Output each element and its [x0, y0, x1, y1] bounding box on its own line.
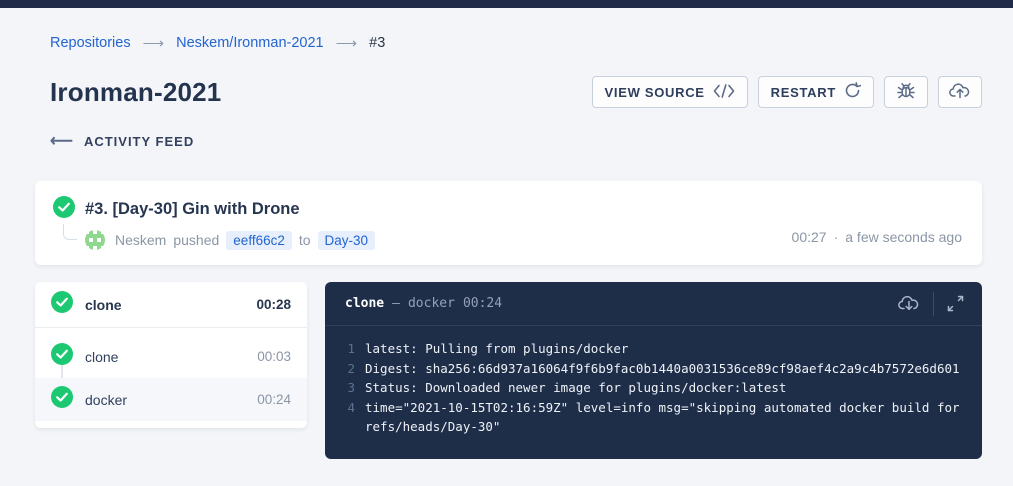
log-line: 4 time="2021-10-15T02:16:59Z" level=info… — [341, 398, 962, 437]
log-line: 1 latest: Pulling from plugins/docker — [341, 339, 962, 359]
build-row-meta: Neskem pushed eeff66c2 to Day-30 — [63, 223, 962, 257]
debug-button[interactable] — [884, 76, 928, 108]
build-action: pushed — [173, 232, 220, 248]
arrow-left-icon: ⟵ — [50, 133, 74, 150]
deploy-button[interactable] — [938, 76, 982, 108]
stage-list: clone 00:28 clone 00:03 — [35, 282, 307, 428]
success-check-icon — [51, 291, 73, 318]
restart-button[interactable]: RESTART — [757, 76, 874, 108]
bug-icon — [896, 81, 916, 104]
console-title: clone — docker 00:24 — [345, 296, 502, 311]
page: Repositories ⟶ Neskem/Ironman-2021 ⟶ #3 … — [0, 34, 1013, 459]
download-log-icon[interactable] — [898, 294, 920, 313]
breadcrumb-repo[interactable]: Neskem/Ironman-2021 — [176, 35, 324, 51]
success-check-icon — [53, 196, 75, 223]
divider — [35, 327, 307, 328]
console-panel: clone — docker 00:24 — [325, 282, 982, 459]
divider — [933, 291, 934, 316]
step-duration: 00:03 — [257, 349, 291, 364]
page-title: Ironman-2021 — [50, 76, 222, 107]
build-time: 00:27 · a few seconds ago — [792, 229, 962, 245]
console-stage-name: clone — [345, 296, 385, 311]
commit-chip[interactable]: eeff66c2 — [226, 230, 292, 250]
console-log[interactable]: 1 latest: Pulling from plugins/docker 2 … — [325, 326, 982, 459]
breadcrumb-arrow-icon: ⟶ — [335, 35, 358, 52]
build-row-title: #3. [Day-30] Gin with Drone — [53, 196, 962, 223]
log-line: 2 Digest: sha256:66d937a16064f9f6b9fac0b… — [341, 359, 962, 379]
view-source-label: VIEW SOURCE — [604, 84, 705, 100]
line-number: 2 — [347, 360, 355, 376]
branch-chip[interactable]: Day-30 — [317, 230, 376, 250]
line-number: 3 — [347, 380, 355, 395]
line-text: Digest: sha256:66d937a16064f9f6b9fac0b14… — [365, 360, 960, 376]
line-text: latest: Pulling from plugins/docker — [365, 341, 629, 356]
step-name: clone — [85, 348, 119, 365]
build-duration: 00:27 — [791, 229, 827, 245]
fullscreen-icon[interactable] — [947, 295, 964, 312]
build-card[interactable]: #3. [Day-30] Gin with Drone — [35, 181, 982, 265]
log-line: 3 Status: Downloaded newer image for plu… — [341, 378, 962, 398]
build-author: Neskem — [115, 232, 167, 248]
step-clone[interactable]: clone 00:03 — [35, 335, 307, 378]
restart-label: RESTART — [770, 84, 836, 100]
dot-separator: · — [833, 229, 839, 245]
stage-duration: 00:28 — [256, 297, 291, 312]
build-meta: Neskem pushed eeff66c2 to Day-30 — [85, 230, 376, 250]
steps: clone 00:03 docker 00:24 — [35, 328, 307, 421]
console-header: clone — docker 00:24 — [325, 282, 982, 326]
line-number: 4 — [347, 399, 355, 415]
activity-feed-label: ACTIVITY FEED — [83, 133, 195, 149]
code-icon — [713, 83, 735, 101]
build-to-word: to — [298, 232, 311, 248]
success-check-icon — [51, 386, 73, 413]
view-source-button[interactable]: VIEW SOURCE — [591, 76, 748, 108]
stage-header[interactable]: clone 00:28 — [35, 282, 307, 327]
build-title: #3. [Day-30] Gin with Drone — [85, 200, 300, 218]
console-step-name: docker — [407, 296, 455, 311]
activity-feed-link[interactable]: ⟵ ACTIVITY FEED — [50, 131, 982, 151]
stage-name: clone — [85, 296, 122, 313]
build-detail: clone 00:28 clone 00:03 — [35, 282, 982, 459]
breadcrumb-build-number: #3 — [369, 35, 386, 51]
action-buttons: VIEW SOURCE RESTART — [591, 76, 982, 108]
console-actions — [898, 291, 964, 316]
cloud-upload-icon — [949, 82, 971, 103]
build-time-ago: a few seconds ago — [845, 229, 962, 245]
breadcrumb-repositories[interactable]: Repositories — [50, 35, 131, 51]
connector-elbow — [63, 224, 77, 240]
console-duration: 00:24 — [462, 296, 503, 311]
step-duration: 00:24 — [257, 392, 291, 407]
avatar — [85, 230, 105, 250]
title-row: Ironman-2021 VIEW SOURCE RESTART — [50, 76, 982, 108]
line-text: time="2021-10-15T02:16:59Z" level=info m… — [365, 399, 968, 435]
line-number: 1 — [347, 341, 355, 356]
success-check-icon — [51, 343, 73, 370]
console-separator: — — [392, 296, 400, 311]
step-name: docker — [85, 391, 128, 408]
breadcrumb: Repositories ⟶ Neskem/Ironman-2021 ⟶ #3 — [50, 34, 982, 52]
breadcrumb-arrow-icon: ⟶ — [142, 35, 165, 52]
step-docker[interactable]: docker 00:24 — [35, 378, 307, 421]
refresh-icon — [844, 82, 862, 102]
top-accent-bar — [0, 0, 1013, 8]
line-text: Status: Downloaded newer image for plugi… — [365, 380, 787, 395]
